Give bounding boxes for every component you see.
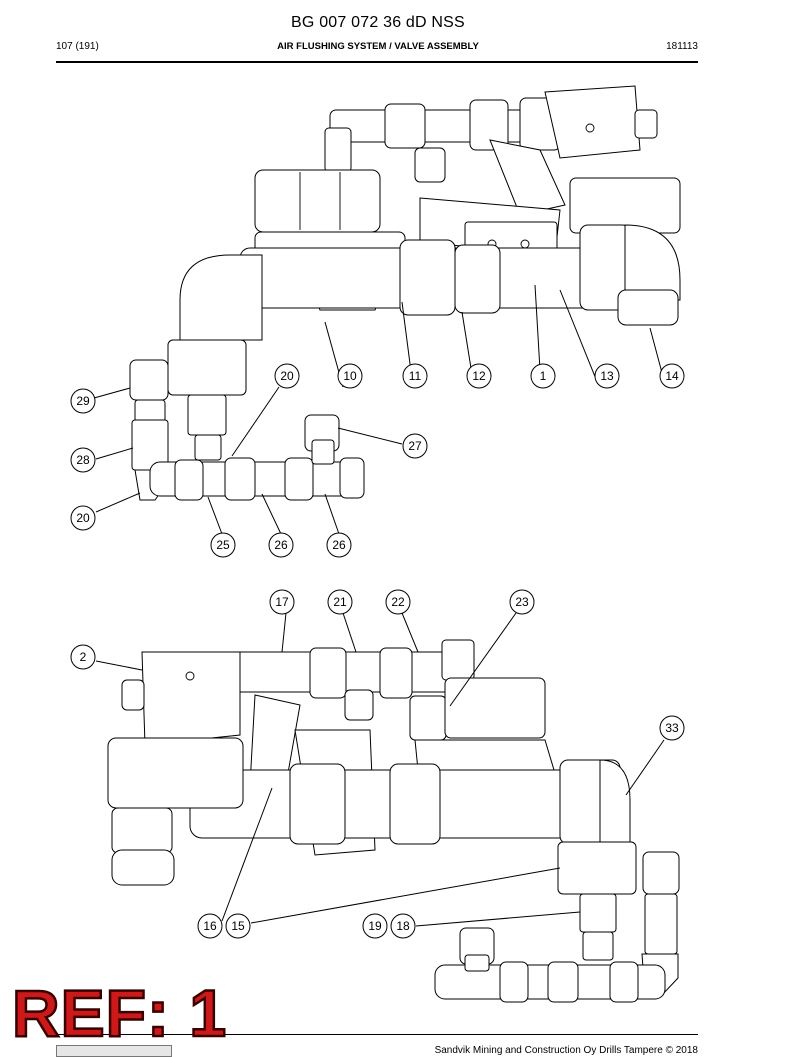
svg-text:15: 15 [231, 919, 245, 933]
svg-text:1: 1 [540, 369, 547, 383]
svg-text:28: 28 [76, 453, 90, 467]
callout-26-right: 26 [326, 532, 352, 558]
callout-2: 2 [70, 644, 96, 670]
svg-text:19: 19 [368, 919, 382, 933]
svg-text:33: 33 [665, 721, 679, 735]
svg-text:17: 17 [275, 595, 289, 609]
bottom-assembly [107, 639, 680, 1003]
callout-10: 10 [337, 363, 363, 389]
svg-text:18: 18 [396, 919, 410, 933]
svg-text:22: 22 [391, 595, 405, 609]
svg-text:29: 29 [76, 394, 90, 408]
callout-13: 13 [594, 363, 620, 389]
svg-text:26: 26 [332, 538, 346, 552]
callout-12: 12 [466, 363, 492, 389]
svg-text:20: 20 [280, 369, 294, 383]
callout-1: 1 [530, 363, 556, 389]
callout-20-upper: 20 [274, 363, 300, 389]
callout-21: 21 [327, 589, 353, 615]
callout-18: 18 [390, 913, 416, 939]
top-assembly [129, 85, 681, 501]
svg-text:26: 26 [274, 538, 288, 552]
section-title: AIR FLUSHING SYSTEM / VALVE ASSEMBLY [277, 41, 479, 52]
document-title: BG 007 072 36 dD NSS [291, 14, 465, 31]
svg-text:2: 2 [80, 650, 87, 664]
callout-15: 15 [225, 913, 251, 939]
header-rule [56, 61, 698, 63]
callout-22: 22 [385, 589, 411, 615]
svg-text:12: 12 [472, 369, 486, 383]
callout-14: 14 [659, 363, 685, 389]
callout-16: 16 [197, 913, 223, 939]
svg-text:11: 11 [409, 369, 422, 383]
callout-11: 11 [402, 363, 428, 389]
reference-stamp: REF: 1 [11, 976, 228, 1050]
page-number: 107 (191) [56, 41, 99, 52]
callout-26-left: 26 [268, 532, 294, 558]
date-code: 181113 [666, 41, 698, 52]
callout-33: 33 [659, 715, 685, 741]
footer-copyright: Sandvik Mining and Construction Oy Drill… [434, 1045, 698, 1056]
svg-text:14: 14 [665, 369, 679, 383]
leader-lines [93, 284, 666, 927]
svg-text:20: 20 [76, 511, 90, 525]
callout-17: 17 [269, 589, 295, 615]
callout-29: 29 [70, 388, 96, 414]
callout-27: 27 [402, 433, 428, 459]
svg-text:16: 16 [203, 919, 217, 933]
svg-text:25: 25 [216, 538, 230, 552]
svg-text:13: 13 [600, 369, 614, 383]
footer-rule [56, 1034, 698, 1035]
callout-23: 23 [509, 589, 535, 615]
callout-19: 19 [362, 913, 388, 939]
svg-text:27: 27 [408, 439, 422, 453]
callout-20-lower: 20 [70, 505, 96, 531]
svg-text:10: 10 [343, 369, 357, 383]
callout-28: 28 [70, 447, 96, 473]
callout-25: 25 [210, 532, 236, 558]
svg-text:21: 21 [333, 595, 347, 609]
svg-text:23: 23 [515, 595, 529, 609]
